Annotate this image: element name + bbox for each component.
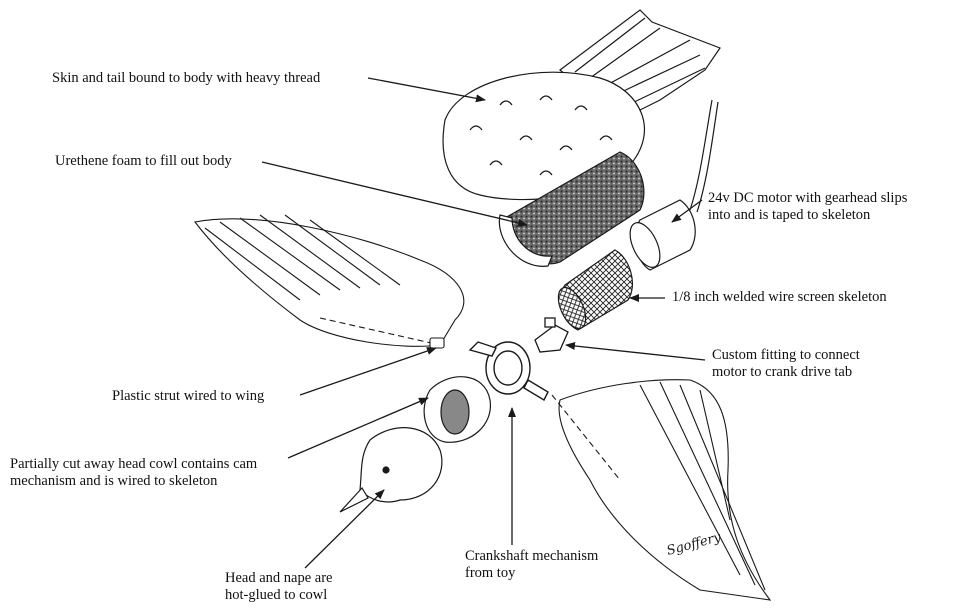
arrow-strut <box>300 348 436 395</box>
label-head: Head and nape are hot-glued to cowl <box>225 570 332 604</box>
label-screen: 1/8 inch welded wire screen skeleton <box>672 289 887 306</box>
label-motor: 24v DC motor with gearhead slips into an… <box>708 190 907 224</box>
label-strut: Plastic strut wired to wing <box>112 388 264 405</box>
label-fitting: Custom fitting to connect motor to crank… <box>712 347 860 381</box>
arrow-head <box>305 490 384 568</box>
label-foam: Urethene foam to fill out body <box>55 153 232 170</box>
bird-head <box>340 428 442 512</box>
wire-screen-skeleton <box>553 250 633 333</box>
custom-fitting <box>535 318 568 352</box>
arrow-skin <box>368 78 485 100</box>
label-skin: Skin and tail bound to body with heavy t… <box>52 70 320 87</box>
left-wing <box>195 215 464 348</box>
bird-body-skin <box>443 10 720 200</box>
head-cowl <box>424 377 490 443</box>
label-crank: Crankshaft mechanism from toy <box>465 548 598 582</box>
label-cowl: Partially cut away head cowl contains ca… <box>10 456 257 490</box>
arrow-fitting <box>566 345 705 360</box>
